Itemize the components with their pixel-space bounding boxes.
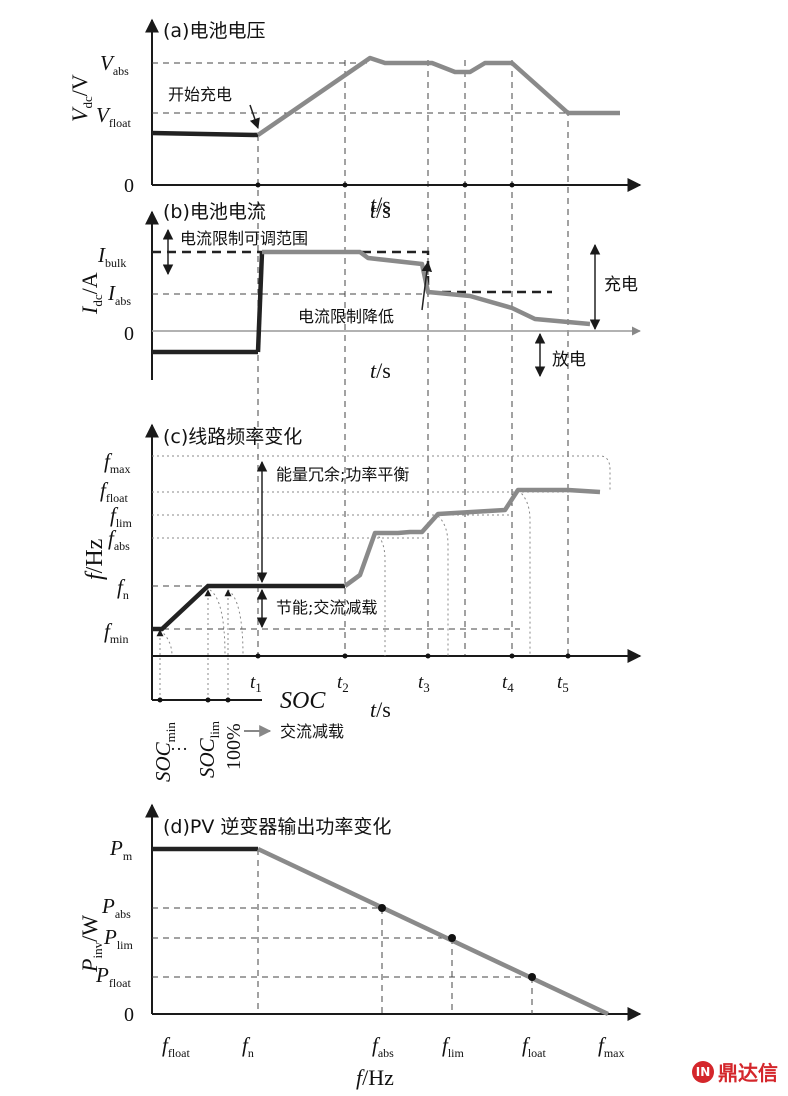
f-lim-label: flim [110, 503, 133, 530]
panel-d-title: (d)PV 逆变器输出功率变化 [163, 816, 391, 838]
panel-b: (b)电池电流 t/s Idc/A Ibulk Iabs 0 电流限制可调范围 … [77, 198, 641, 383]
soc-min-label: SOCmin [151, 722, 178, 782]
soc-100-label: 100% [223, 723, 245, 770]
x-f-lim-label: flim [442, 1033, 465, 1060]
panel-b-t: t/s [370, 198, 391, 223]
limit-lower-label: 电流限制降低 [298, 307, 394, 326]
panel-c-xlabel: t/s [370, 697, 391, 722]
panel-d-zero: 0 [124, 1004, 134, 1026]
panel-a-zero: 0 [124, 175, 134, 197]
charge-label: 充电 [604, 275, 638, 295]
v-abs-label: Vabs [100, 51, 129, 78]
f-n-label: fn [117, 575, 129, 602]
panel-d-xlabel: f/Hz [356, 1065, 394, 1090]
t1-label: t1 [250, 672, 262, 695]
panel-c: (c)线路频率变化 f/Hz fmax ffloat flim fabs fn … [82, 423, 642, 782]
x-f-loat-label: float [522, 1033, 547, 1060]
t2-label: t2 [337, 672, 349, 695]
soc-axis-label: SOC [280, 688, 326, 714]
soc-lim-label: SOClim [195, 721, 222, 778]
panel-a-title: (a)电池电压 [163, 20, 265, 42]
frequency-curve-black [152, 583, 345, 632]
t4-label: t4 [502, 672, 514, 695]
i-abs-label: Iabs [107, 281, 131, 308]
i-bulk-label: Ibulk [97, 243, 126, 270]
f-float-label: ffloat [100, 478, 129, 505]
x-f-max-label: fmax [598, 1033, 625, 1060]
x-f-n-label: fn [242, 1033, 254, 1060]
panel-a: (a)电池电压 Vdc/V Vabs Vfloat 0 开始充电 t/s [67, 18, 642, 217]
limit-range-label: 电流限制可调范围 [180, 229, 308, 248]
panel-d-ylabel: Pinv/W [77, 915, 105, 973]
logo-mark-icon: IN [692, 1060, 714, 1083]
soc-ellipsis: … [170, 734, 188, 754]
v-float-label: Vfloat [96, 103, 131, 130]
power-curve [257, 846, 609, 1017]
panel-c-title: (c)线路频率变化 [163, 426, 302, 448]
current-curve [262, 249, 591, 327]
ac-shed-label: 交流减载 [280, 722, 344, 741]
save-note: 节能;交流减载 [276, 598, 377, 617]
x-f-abs-label: fabs [372, 1033, 394, 1060]
x-f-float-label: ffloat [162, 1033, 191, 1060]
f-min-label: fmin [104, 619, 129, 646]
panel-d: (d)PV 逆变器输出功率变化 Pinv/W Pm Pabs Plim Pflo… [77, 803, 642, 1090]
p-m-label: Pm [109, 836, 133, 863]
discharge-label: 放电 [552, 350, 586, 370]
f-abs-label: fabs [108, 526, 130, 553]
panel-a-ylabel: Vdc/V [67, 74, 95, 122]
panel-b-xlabel: t/s [370, 358, 391, 383]
t5-label: t5 [557, 672, 569, 695]
start-charge-label: 开始充电 [168, 85, 232, 104]
panel-c-ylabel: f/Hz [82, 539, 108, 580]
logo-text: 鼎达信 [718, 1061, 778, 1085]
f-max-label: fmax [104, 449, 131, 476]
energy-note: 能量冗余;功率平衡 [276, 465, 409, 484]
p-abs-label: Pabs [101, 894, 131, 921]
frequency-curve [343, 487, 601, 588]
publisher-logo: IN 鼎达信 [692, 1057, 778, 1086]
panel-b-ylabel: Idc/A [77, 272, 105, 315]
panel-b-zero: 0 [124, 323, 134, 345]
panel-a-xlabel: t/s [370, 192, 391, 217]
p-float-label: Pfloat [95, 963, 131, 990]
p-lim-label: Plim [103, 925, 133, 952]
t3-label: t3 [418, 672, 430, 695]
vertical-guides [257, 60, 569, 655]
voltage-curve [256, 55, 620, 137]
panel-b-title: (b)电池电流 [163, 201, 266, 223]
